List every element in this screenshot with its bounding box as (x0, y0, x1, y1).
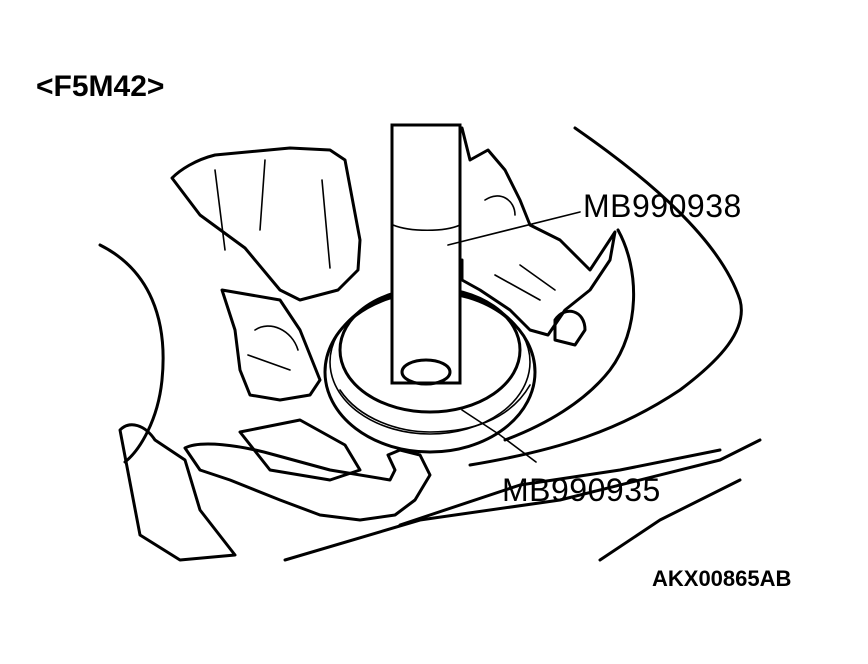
lower-edge-line (398, 448, 722, 527)
installer-handle-step (392, 224, 461, 231)
lower-block (238, 418, 362, 482)
mid-casting (220, 288, 322, 402)
upper-casting-rib (259, 159, 266, 231)
lower-plate (183, 442, 432, 522)
bottom-line (283, 438, 762, 562)
callout-mb990938: MB990938 (583, 188, 742, 224)
variant-label: <F5M42> (36, 70, 165, 103)
seal-installer-step (339, 384, 531, 433)
right-bracket (460, 126, 617, 337)
figure-code: AKX00865AB (652, 566, 792, 591)
leader-line-mb990935 (461, 409, 537, 463)
mid-casting-detail (247, 354, 291, 371)
upper-casting-rib (214, 169, 226, 251)
mid-casting-detail (254, 325, 299, 351)
housing-right-arc (503, 228, 636, 442)
lower-left-part (118, 423, 237, 562)
upper-casting-rib (321, 179, 331, 269)
callout-mb990935: MB990935 (502, 472, 661, 508)
housing-right-outer-arc (468, 126, 743, 467)
installer-handle (390, 123, 462, 385)
leader-line-mb990938 (447, 211, 581, 246)
right-bracket-detail (484, 195, 516, 216)
right-bracket-notch (553, 309, 587, 347)
right-bracket-detail (519, 264, 556, 291)
upper-casting (170, 146, 362, 302)
installer-handle-bottom (400, 358, 452, 386)
right-bracket-detail (494, 274, 541, 301)
bottom-right-line (598, 478, 742, 562)
housing-left-arc (98, 243, 165, 464)
